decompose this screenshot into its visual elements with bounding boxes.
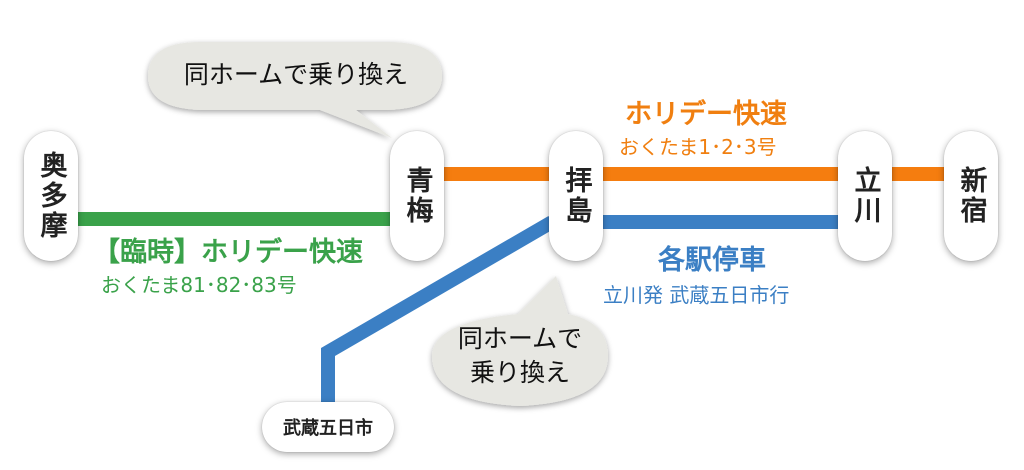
green-service-title: 【臨時】ホリデー快速 [93, 237, 363, 268]
station-label: 青梅 [401, 166, 433, 226]
callout-bottom-line1: 同ホームで [457, 324, 583, 353]
blue-line-branch [321, 215, 556, 404]
callout-top-text: 同ホームで乗り換え [183, 60, 409, 89]
green-service-subtitle: おくたま81･82･83号 [101, 273, 297, 297]
callout-bottom [432, 276, 608, 406]
callout-top [148, 42, 442, 138]
station-label: 武蔵五日市 [283, 418, 373, 439]
station-label: 拝島 [560, 166, 592, 226]
station-tachikawa[interactable]: 立川 [838, 131, 892, 261]
station-okutama[interactable]: 奥多摩 [24, 131, 78, 261]
callout-bottom-line2: 乗り換え [469, 358, 570, 387]
station-haijima[interactable]: 拝島 [549, 131, 603, 261]
station-label: 立川 [849, 166, 881, 226]
station-label: 奥多摩 [35, 151, 67, 241]
orange-service-subtitle: おくたま1･2･3号 [619, 135, 777, 159]
station-musashi-itsukaichi[interactable]: 武蔵五日市 [262, 402, 394, 452]
blue-service-subtitle: 立川発 武蔵五日市行 [603, 283, 790, 307]
station-label: 新宿 [955, 166, 987, 226]
blue-service-title: 各駅停車 [658, 245, 766, 276]
orange-service-title: ホリデー快速 [625, 99, 787, 130]
station-shinjuku[interactable]: 新宿 [944, 131, 998, 261]
station-ome[interactable]: 青梅 [390, 131, 444, 261]
